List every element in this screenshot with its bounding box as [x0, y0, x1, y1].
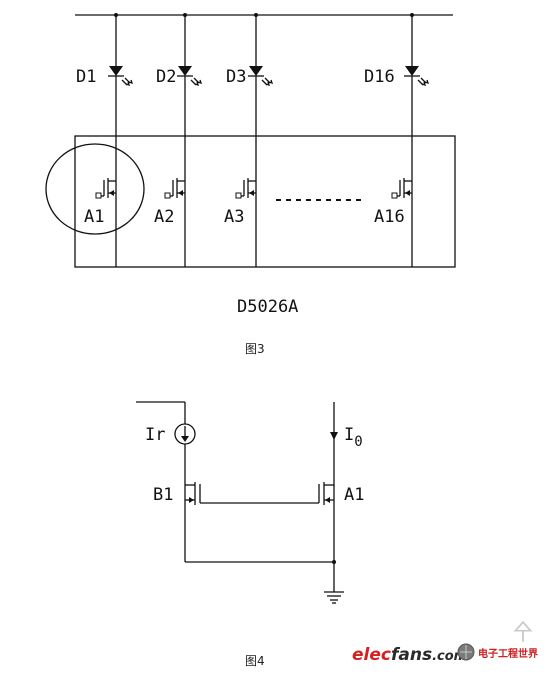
mosfet-a1-fig4-icon — [318, 482, 334, 505]
chip-label: D5026A — [237, 297, 298, 317]
watermark-ideograph-icon: 㐃 — [512, 621, 534, 646]
light-emission-icon — [190, 77, 203, 87]
out-current-label: I0 — [344, 425, 363, 450]
figure3-caption: 图3 — [245, 342, 265, 356]
ref-current-label: Ir — [145, 425, 165, 445]
light-emission-icon — [121, 77, 134, 87]
light-emission-icon — [261, 77, 274, 87]
mosfet-a1-icon — [95, 178, 116, 199]
watermark-brand: elecfans.com — [352, 645, 467, 665]
led-channel-3 — [248, 15, 274, 267]
mosfet-b1-icon — [185, 482, 201, 505]
led-diode-icon — [178, 66, 192, 76]
transistor-label-a1: A1 — [84, 207, 104, 227]
ground-icon — [324, 591, 344, 604]
elecfans-watermark: elecfans.com 电子工程世界 㐃 — [352, 621, 538, 665]
figure4-caption: 图4 — [245, 654, 265, 668]
diode-label-d2: D2 — [156, 67, 176, 87]
transistor-label-a3: A3 — [224, 207, 244, 227]
watermark-brand-part1: elec — [352, 645, 391, 665]
watermark-cn-text: 电子工程世界 — [478, 647, 538, 660]
highlight-circle — [45, 143, 145, 235]
led-diode-icon — [249, 66, 263, 76]
transistor-label-b1: B1 — [153, 485, 173, 505]
light-emission-icon — [417, 77, 430, 87]
watermark-brand-part2: fans — [391, 645, 432, 665]
transistor-label-a2: A2 — [154, 207, 174, 227]
transistor-label-a1-fig4: A1 — [344, 485, 364, 505]
current-arrow-icon — [330, 432, 338, 440]
diode-label-d1: D1 — [76, 67, 96, 87]
chip-box — [74, 135, 456, 268]
led-diode-icon — [109, 66, 123, 76]
transistor-label-a16: A16 — [374, 207, 405, 227]
mosfet-a3-icon — [235, 178, 256, 199]
diode-label-d16: D16 — [364, 67, 395, 87]
led-channel-1 — [108, 15, 134, 267]
diode-label-d3: D3 — [226, 67, 246, 87]
mosfet-a16-icon — [391, 178, 412, 199]
led-channel-2 — [177, 15, 203, 267]
led-channel-16 — [404, 15, 430, 267]
mosfet-a2-icon — [164, 178, 185, 199]
led-diode-icon — [405, 66, 419, 76]
